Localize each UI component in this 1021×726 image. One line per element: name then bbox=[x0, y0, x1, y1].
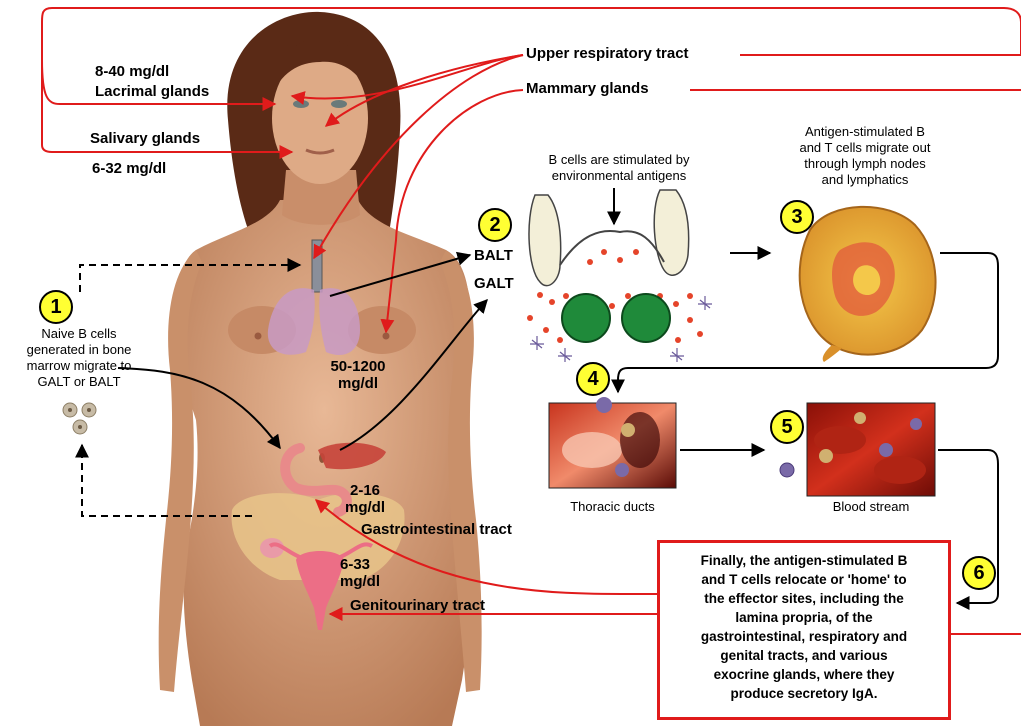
follicle-right bbox=[622, 294, 670, 342]
follicle-left bbox=[562, 294, 610, 342]
label-mammary: Mammary glands bbox=[526, 80, 649, 97]
label-salivary-conc: 6-32 mg/dl bbox=[92, 160, 166, 177]
label-lacrimal-conc: 8-40 mg/dl bbox=[95, 63, 169, 80]
label-balt: BALT bbox=[474, 247, 513, 264]
label-gi: Gastrointestinal tract bbox=[361, 521, 512, 538]
label-galt: GALT bbox=[474, 275, 514, 292]
step-6-summary-box: Finally, the antigen-stimulated B and T … bbox=[657, 540, 951, 720]
malt-illustration bbox=[527, 190, 712, 362]
label-gu-conc: 6-33 mg/dl bbox=[340, 556, 380, 590]
step-4-caption: Thoracic ducts bbox=[549, 499, 676, 514]
blood-stream-panel bbox=[780, 403, 935, 496]
naive-b-cells bbox=[63, 403, 96, 434]
step-4-badge: 4 bbox=[576, 362, 610, 396]
lymph-node-illustration bbox=[800, 207, 936, 362]
step-2-text: B cells are stimulated by environmental … bbox=[524, 152, 714, 184]
step-3-badge: 3 bbox=[780, 200, 814, 234]
label-gi-conc: 2-16 mg/dl bbox=[340, 482, 390, 516]
step-1-badge: 1 bbox=[39, 290, 73, 324]
thoracic-duct-panel bbox=[549, 397, 676, 488]
label-gu: Genitourinary tract bbox=[350, 597, 485, 614]
label-mammary-conc: 50-1200 mg/dl bbox=[322, 358, 394, 392]
eye-right bbox=[331, 100, 347, 108]
label-lacrimal: Lacrimal glands bbox=[95, 83, 209, 100]
label-salivary: Salivary glands bbox=[90, 130, 200, 147]
step-5-caption: Blood stream bbox=[807, 499, 935, 514]
step-1-text: Naive B cells generated in bone marrow m… bbox=[4, 326, 154, 390]
label-upper-respiratory: Upper respiratory tract bbox=[526, 45, 689, 62]
eye-left bbox=[293, 100, 309, 108]
step-6-badge: 6 bbox=[962, 556, 996, 590]
step-3-text: Antigen-stimulated B and T cells migrate… bbox=[780, 124, 950, 188]
step-5-badge: 5 bbox=[770, 410, 804, 444]
step-2-badge: 2 bbox=[478, 208, 512, 242]
